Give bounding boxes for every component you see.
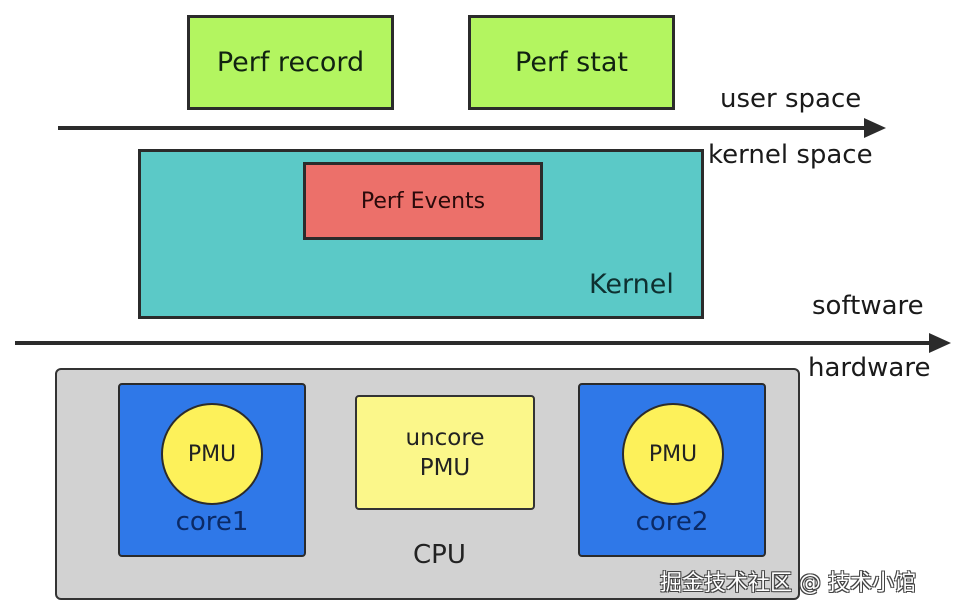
- core1-box: PMU core1: [118, 383, 306, 557]
- perf-record-box: Perf record: [187, 15, 394, 110]
- cpu-box: PMU core1 uncore PMU PMU core2 CPU: [55, 368, 800, 600]
- software-label: software: [812, 291, 924, 321]
- core1-label: core1: [175, 507, 249, 537]
- uncore-label-line2: PMU: [419, 454, 471, 481]
- watermark: 掘金技术社区 @ 技术小馆: [660, 571, 916, 596]
- uncore-pmu-box: uncore PMU: [355, 395, 535, 510]
- user-kernel-boundary-arrow: [58, 118, 886, 138]
- perf-stat-box: Perf stat: [468, 15, 675, 110]
- cpu-label: CPU: [413, 540, 466, 570]
- core1-pmu: PMU: [161, 403, 263, 505]
- core2-label: core2: [635, 507, 709, 537]
- kernel-label: Kernel: [589, 269, 674, 300]
- core2-pmu: PMU: [622, 403, 724, 505]
- uncore-label-line1: uncore: [405, 424, 485, 451]
- hardware-label: hardware: [808, 353, 931, 383]
- core2-pmu-label: PMU: [648, 441, 698, 467]
- core1-pmu-label: PMU: [187, 441, 237, 467]
- perf-events-box: Perf Events: [303, 162, 543, 240]
- kernel-box: Perf Events Kernel: [138, 149, 704, 319]
- software-hardware-boundary-arrow: [15, 333, 951, 353]
- perf-events-label: Perf Events: [360, 188, 486, 214]
- core2-box: PMU core2: [578, 383, 766, 557]
- perf-record-label: Perf record: [216, 47, 365, 78]
- perf-stat-label: Perf stat: [515, 47, 628, 78]
- user-space-label: user space: [720, 84, 862, 114]
- kernel-space-label: kernel space: [708, 140, 873, 170]
